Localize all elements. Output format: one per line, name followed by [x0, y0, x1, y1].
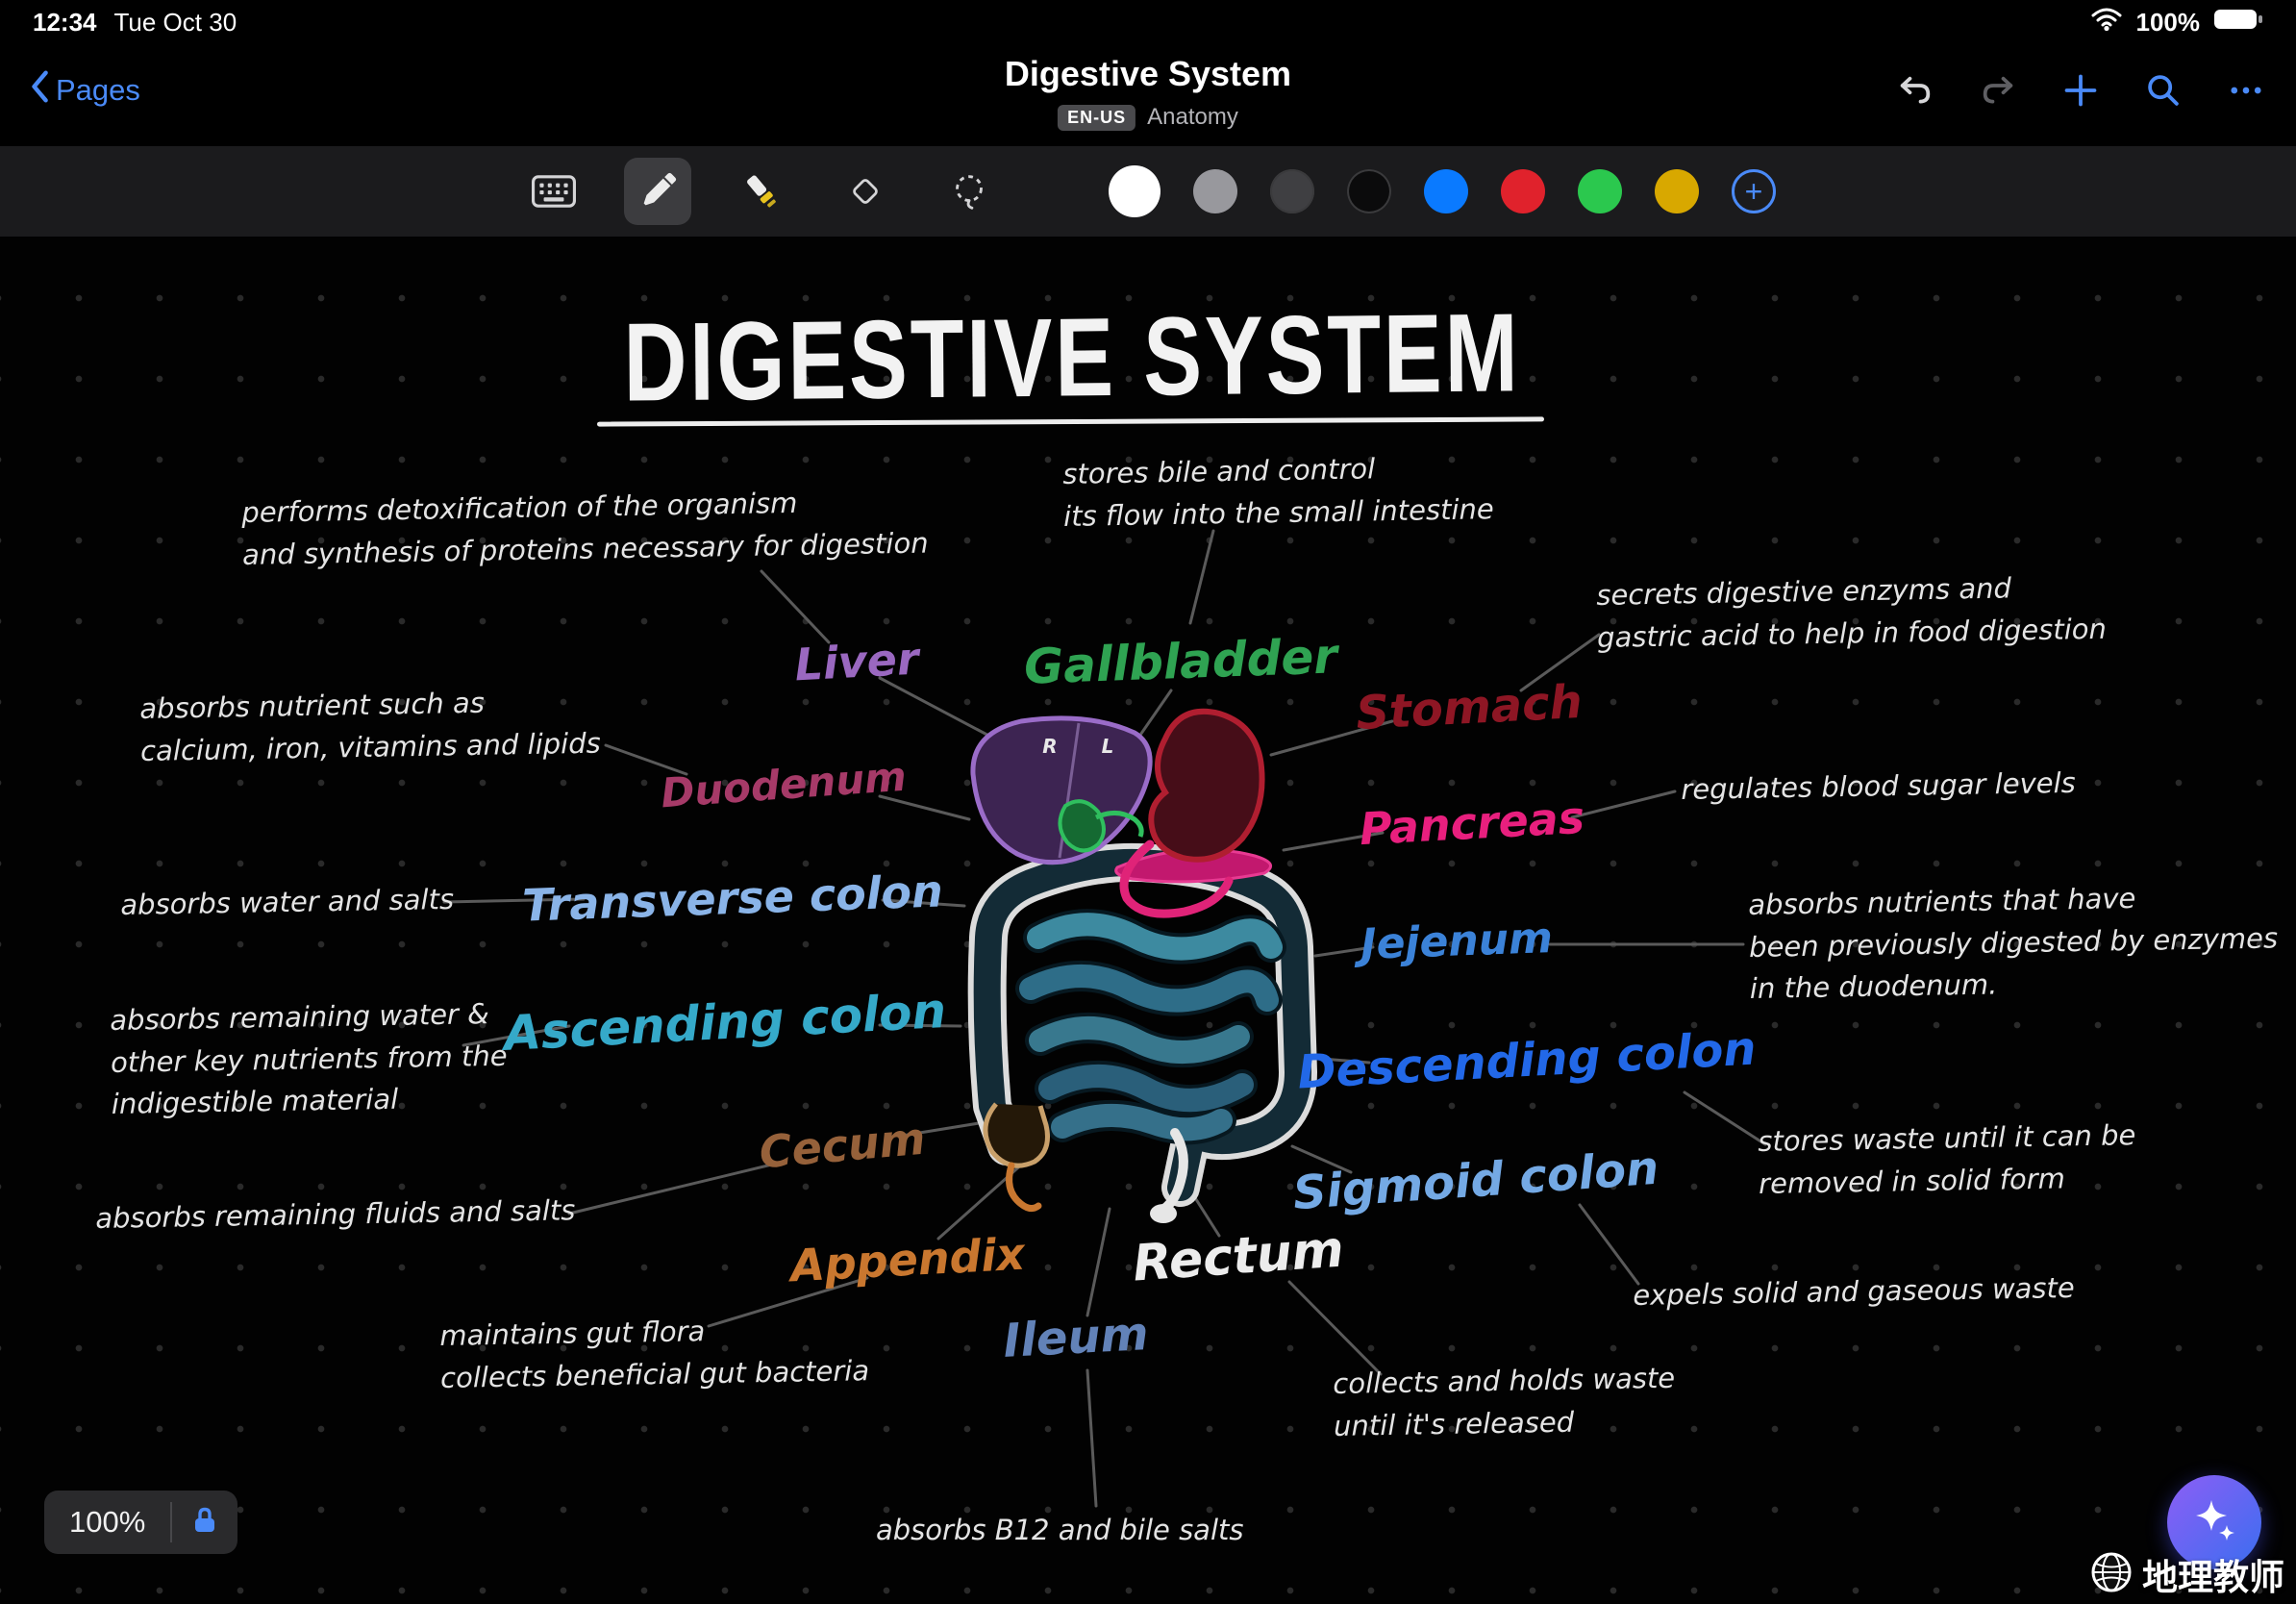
nav-bar: Pages Digestive System EN-US Anatomy [0, 44, 2296, 146]
status-right: 100% [2090, 7, 2264, 38]
color-swatch-green[interactable] [1578, 169, 1622, 213]
redo-button[interactable] [1977, 69, 2019, 112]
nav-actions [1894, 69, 2267, 112]
watermark: 地理教师 [2090, 1548, 2284, 1600]
back-to-pages-button[interactable]: Pages [29, 69, 140, 112]
document-subtitle: Anatomy [1147, 104, 1238, 130]
back-label: Pages [56, 73, 140, 107]
status-bar: 12:34 Tue Oct 30 100% [0, 0, 2296, 44]
document-title: Digestive System [1004, 54, 1292, 93]
zoom-lock-button[interactable] [172, 1505, 237, 1541]
tool-pen[interactable] [624, 158, 691, 225]
color-swatch-red[interactable] [1501, 169, 1545, 213]
color-swatch-dark-gray[interactable] [1270, 169, 1314, 213]
document-header: Digestive System EN-US Anatomy [1005, 54, 1291, 131]
color-swatch-blue[interactable] [1424, 169, 1468, 213]
globe-icon [2090, 1551, 2133, 1598]
wifi-icon [2090, 7, 2123, 38]
lock-icon [191, 1505, 218, 1541]
color-palette [1109, 165, 1699, 217]
watermark-text: 地理教师 [2142, 1557, 2284, 1598]
zoom-divider [170, 1502, 173, 1542]
ai-assistant-button[interactable] [2167, 1475, 2261, 1569]
sparkle-icon [2186, 1492, 2242, 1553]
add-color-button[interactable]: + [1732, 169, 1776, 213]
tool-lasso[interactable] [936, 158, 1003, 225]
color-swatch-white[interactable] [1109, 165, 1160, 217]
tool-eraser[interactable] [832, 158, 899, 225]
battery-percent: 100% [2135, 7, 2201, 37]
drawing-canvas[interactable] [0, 237, 2296, 1604]
battery-icon [2213, 7, 2263, 38]
status-time: 12:34 [33, 7, 97, 37]
undo-button[interactable] [1894, 69, 1936, 112]
drawing-toolbar: + [0, 146, 2296, 237]
language-badge: EN-US [1058, 104, 1136, 131]
color-swatch-yellow[interactable] [1655, 169, 1699, 213]
tool-keyboard[interactable] [520, 158, 587, 225]
zoom-control: 100% [44, 1491, 238, 1554]
chevron-left-icon [29, 69, 50, 112]
status-date: Tue Oct 30 [113, 7, 237, 37]
add-page-button[interactable] [2059, 69, 2102, 112]
status-left: 12:34 Tue Oct 30 [33, 8, 237, 38]
more-options-button[interactable] [2225, 69, 2267, 112]
search-button[interactable] [2142, 69, 2184, 112]
tool-group [520, 158, 1003, 225]
tool-highlighter[interactable] [728, 158, 795, 225]
zoom-level[interactable]: 100% [69, 1505, 146, 1539]
color-swatch-black[interactable] [1347, 169, 1391, 213]
color-swatch-gray[interactable] [1193, 169, 1237, 213]
